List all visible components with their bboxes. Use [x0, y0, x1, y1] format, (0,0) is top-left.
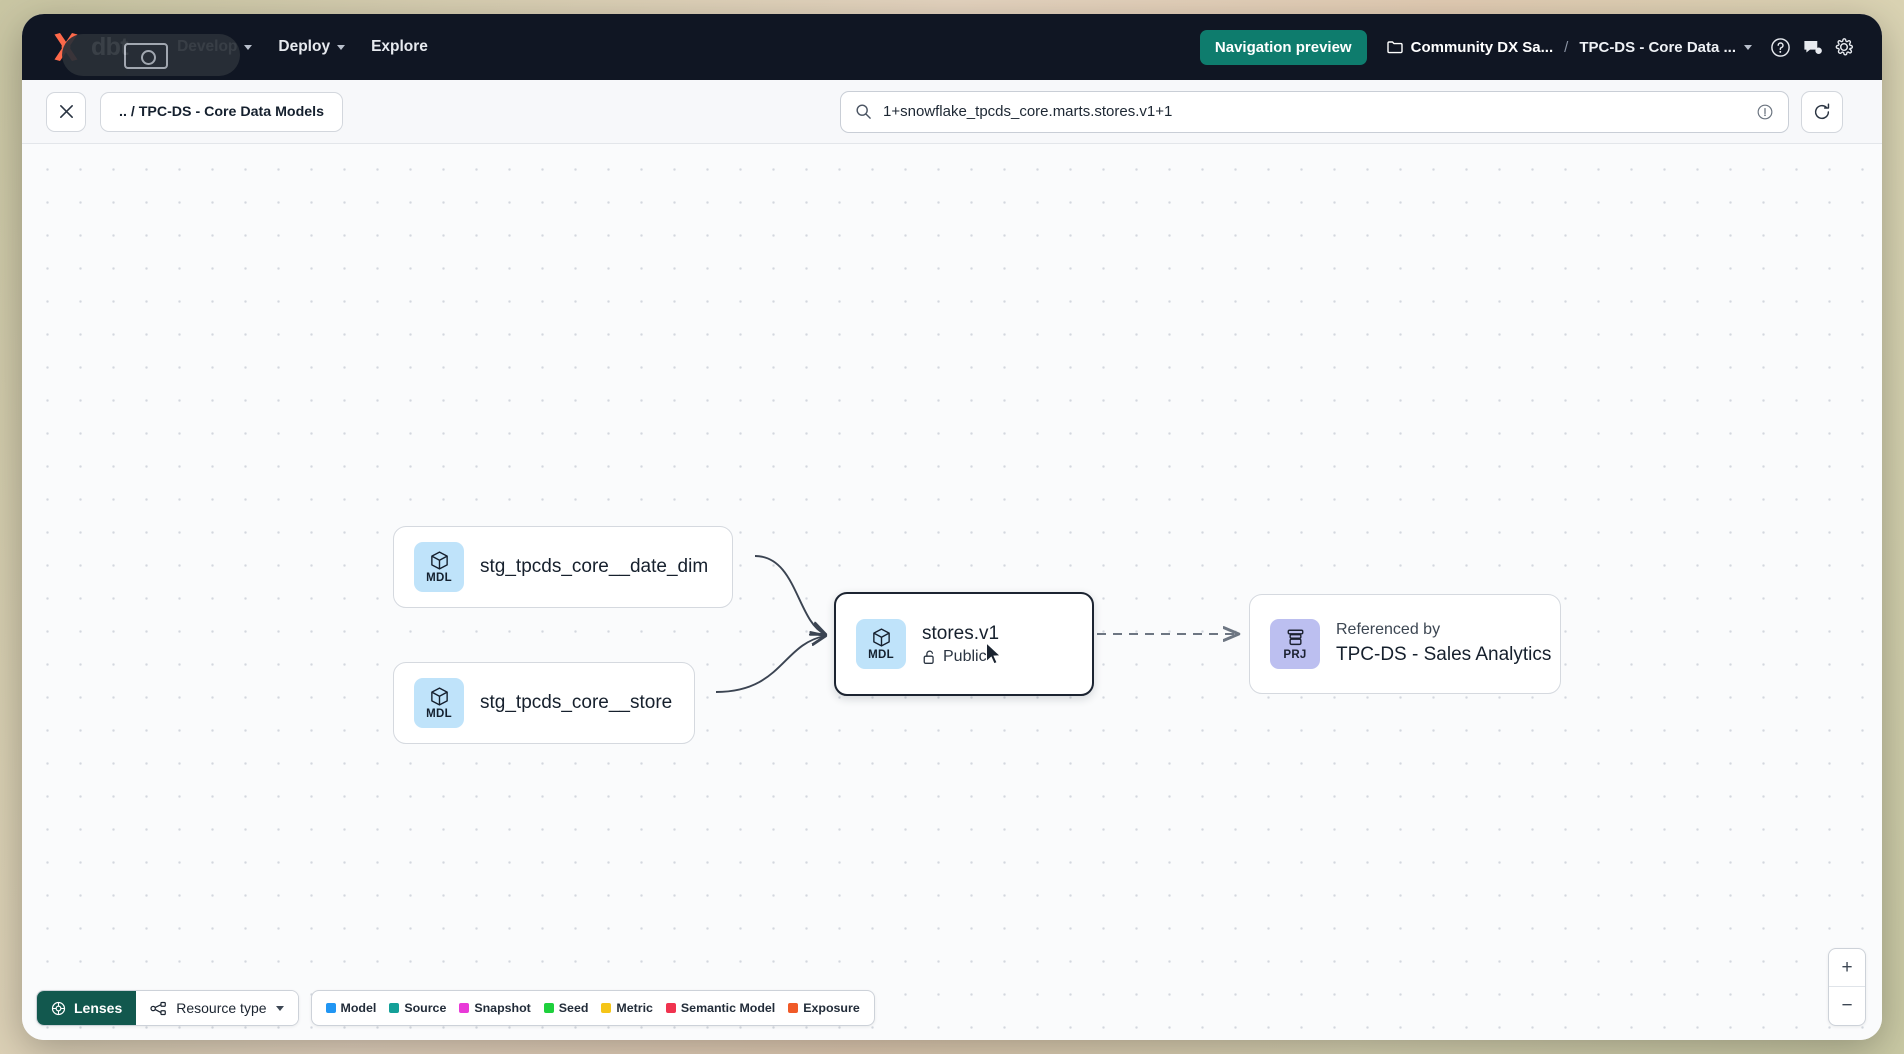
nodes-icon — [150, 1001, 167, 1016]
legend-label: Model — [341, 1001, 377, 1015]
node-text-block: Referenced by TPC-DS - Sales Analytics — [1336, 620, 1551, 667]
node-stg-tpcds-core-date-dim[interactable]: MDL stg_tpcds_core__date_dim — [393, 526, 733, 608]
legend-label: Seed — [559, 1001, 589, 1015]
zoom-out-button[interactable]: − — [1829, 987, 1865, 1025]
search-area: 1+snowflake_tpcds_core.marts.stores.v1+1 — [840, 91, 1843, 133]
lenses-group: Lenses Resource type — [36, 990, 299, 1026]
account-breadcrumb: Community DX Sa... / TPC-DS - Core Data … — [1387, 39, 1752, 56]
chevron-down-icon — [244, 45, 252, 50]
node-stg-tpcds-core-store[interactable]: MDL stg_tpcds_core__store — [393, 662, 695, 744]
nav-item-label: Explore — [371, 38, 428, 56]
node-label: TPC-DS - Sales Analytics — [1336, 643, 1551, 668]
zoom-in-button[interactable]: + — [1829, 949, 1865, 987]
help-circle-icon — [1770, 37, 1791, 58]
close-lineage-button[interactable] — [46, 92, 86, 132]
top-navigation-bar: dbt Develop Deploy Explore Navigation pr… — [22, 14, 1882, 80]
legend-swatch — [459, 1003, 469, 1013]
info-circle-icon[interactable] — [1756, 103, 1774, 121]
camera-icon — [124, 43, 168, 69]
project-icon — [1285, 627, 1306, 648]
close-icon — [58, 103, 75, 120]
edge-date-dim-to-stores — [755, 556, 825, 634]
device-notch — [62, 34, 240, 76]
legend-swatch — [788, 1003, 798, 1013]
zoom-controls: + − — [1828, 948, 1866, 1026]
cube-icon — [871, 627, 892, 648]
nav-item-deploy[interactable]: Deploy — [265, 30, 358, 64]
node-title: stores.v1 — [922, 622, 999, 646]
resource-badge-model: MDL — [856, 619, 906, 669]
account-name[interactable]: Community DX Sa... — [1411, 39, 1554, 56]
legend-item-source: Source — [389, 1001, 446, 1015]
badge-label: MDL — [426, 573, 452, 585]
project-name[interactable]: TPC-DS - Core Data ... — [1579, 39, 1736, 56]
lens-icon — [51, 1001, 66, 1016]
node-label: stg_tpcds_core__store — [480, 692, 672, 714]
search-input[interactable]: 1+snowflake_tpcds_core.marts.stores.v1+1 — [840, 91, 1789, 133]
lineage-canvas[interactable]: MDL stg_tpcds_core__date_dim MDL stg_tpc… — [22, 144, 1882, 1040]
badge-label: MDL — [426, 709, 452, 721]
search-icon — [855, 103, 872, 120]
lenses-label: Lenses — [74, 1000, 122, 1016]
resource-type-label: Resource type — [176, 1000, 266, 1016]
legend-swatch — [389, 1003, 399, 1013]
legend-label: Snapshot — [474, 1001, 530, 1015]
node-label: stg_tpcds_core__date_dim — [480, 556, 708, 578]
refresh-button[interactable] — [1801, 91, 1843, 133]
feedback-button[interactable] — [1796, 31, 1828, 63]
nav-item-explore[interactable]: Explore — [358, 30, 441, 64]
node-tpcds-sales-analytics[interactable]: PRJ Referenced by TPC-DS - Sales Analyti… — [1249, 594, 1561, 694]
breadcrumb-separator: / — [1564, 39, 1568, 56]
node-stores-v1[interactable]: MDL stores.v1 Public — [834, 592, 1094, 696]
resource-badge-project: PRJ — [1270, 619, 1320, 669]
node-access-label: Public — [943, 648, 987, 666]
app-window: dbt Develop Deploy Explore Navigation pr… — [22, 14, 1882, 1040]
chat-icon — [1802, 37, 1823, 58]
legend-label: Source — [404, 1001, 446, 1015]
resource-badge-model: MDL — [414, 678, 464, 728]
legend-swatch — [666, 1003, 676, 1013]
legend-label: Metric — [616, 1001, 653, 1015]
node-access: Public — [922, 648, 999, 666]
gear-icon — [1833, 36, 1855, 58]
legend-label: Exposure — [803, 1001, 859, 1015]
breadcrumb[interactable]: .. / TPC-DS - Core Data Models — [100, 92, 343, 132]
nav-item-label: Deploy — [278, 38, 330, 56]
legend-swatch — [544, 1003, 554, 1013]
resource-badge-model: MDL — [414, 542, 464, 592]
unlock-icon — [922, 649, 937, 665]
legend-item-seed: Seed — [544, 1001, 589, 1015]
chevron-down-icon[interactable] — [1744, 45, 1752, 50]
chevron-down-icon — [337, 45, 345, 50]
node-caption: Referenced by — [1336, 620, 1551, 641]
legend-swatch — [326, 1003, 336, 1013]
edge-store-to-stores — [716, 636, 825, 692]
legend-item-snapshot: Snapshot — [459, 1001, 530, 1015]
legend-item-metric: Metric — [601, 1001, 653, 1015]
badge-label: MDL — [868, 650, 894, 662]
node-text-block: stores.v1 Public — [922, 622, 999, 667]
navigation-preview-button[interactable]: Navigation preview — [1200, 30, 1367, 65]
badge-label: PRJ — [1283, 650, 1306, 662]
resource-type-dropdown[interactable]: Resource type — [136, 991, 297, 1025]
cube-icon — [429, 686, 450, 707]
folder-icon — [1387, 40, 1403, 54]
settings-button[interactable] — [1828, 31, 1860, 63]
legend-label: Semantic Model — [681, 1001, 775, 1015]
resource-legend: Model Source Snapshot Seed Metric — [311, 990, 875, 1026]
chevron-down-icon — [276, 1006, 284, 1011]
search-value: 1+snowflake_tpcds_core.marts.stores.v1+1 — [883, 103, 1745, 120]
legend-item-semantic-model: Semantic Model — [666, 1001, 775, 1015]
canvas-bottom-controls: Lenses Resource type Model — [36, 990, 875, 1026]
refresh-icon — [1812, 102, 1832, 122]
cube-icon — [429, 550, 450, 571]
legend-item-exposure: Exposure — [788, 1001, 859, 1015]
lineage-toolbar: .. / TPC-DS - Core Data Models 1+snowfla… — [22, 80, 1882, 144]
help-button[interactable] — [1764, 31, 1796, 63]
legend-swatch — [601, 1003, 611, 1013]
lenses-button[interactable]: Lenses — [37, 991, 136, 1025]
legend-item-model: Model — [326, 1001, 377, 1015]
